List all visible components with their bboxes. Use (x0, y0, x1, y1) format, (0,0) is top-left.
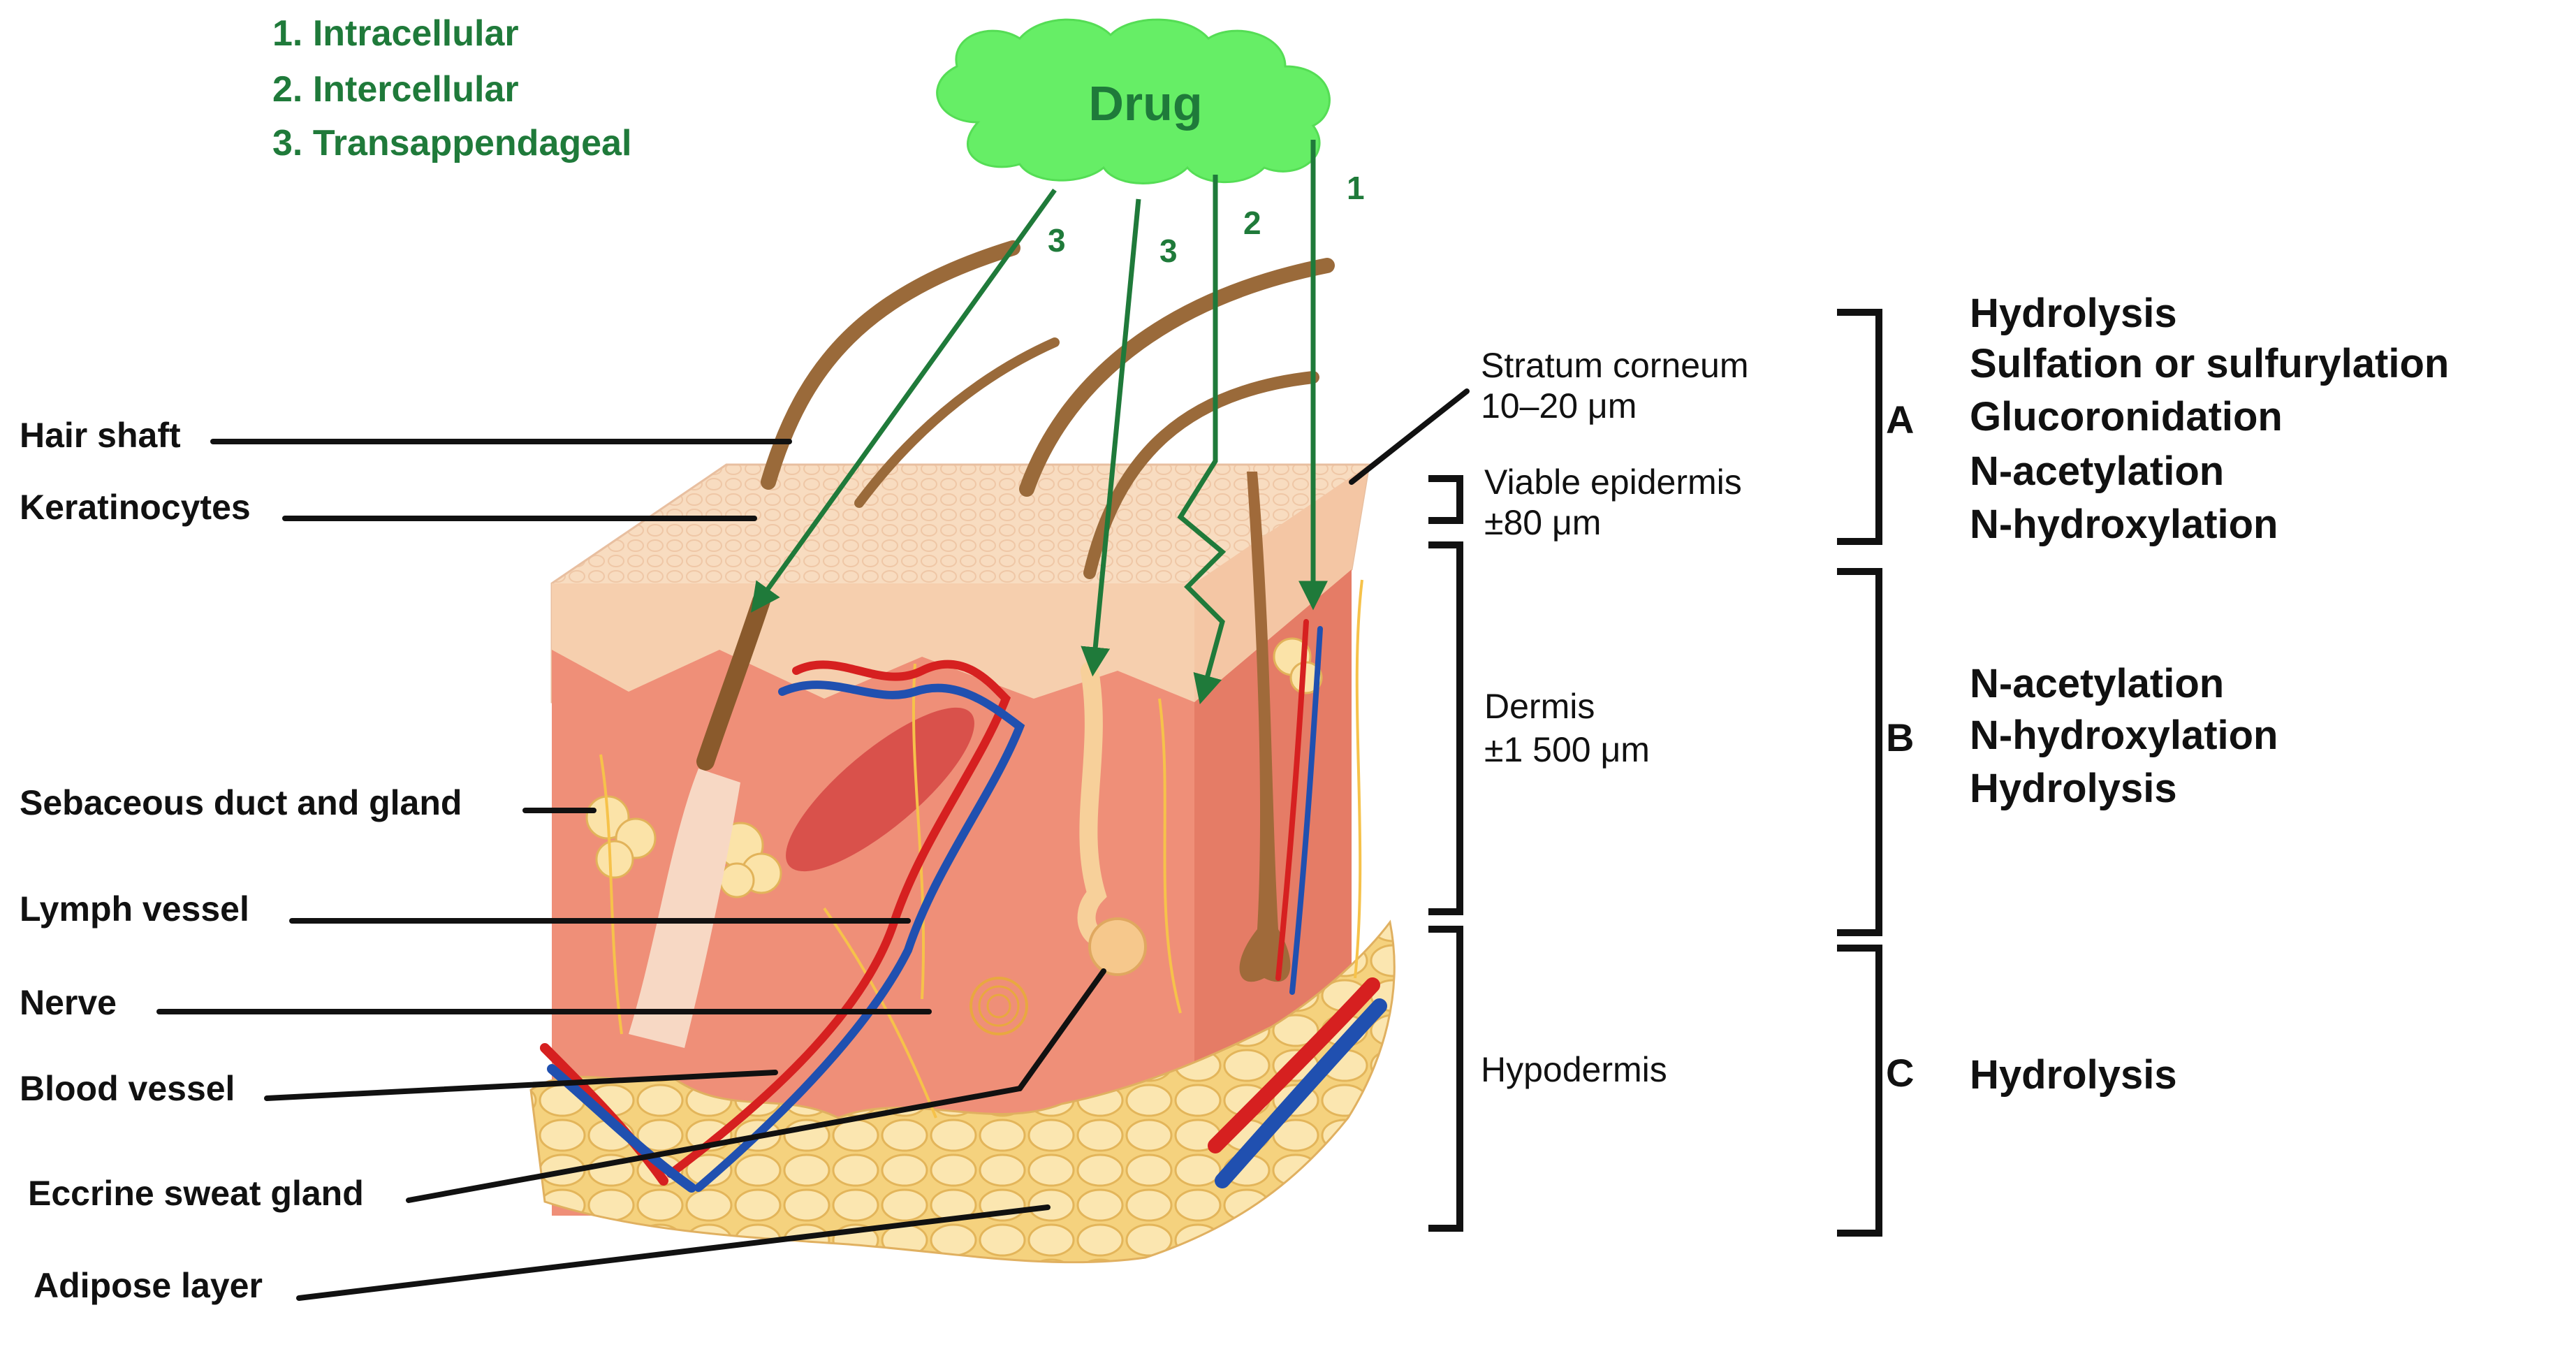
label-sebaceous-duct-gland: Sebaceous duct and gland (20, 783, 462, 822)
route-numbers: 3 3 2 1 (1048, 170, 1365, 269)
pacinian-corpuscle (969, 977, 1028, 1035)
legend-item-intercellular: 2. Intercellular (272, 69, 519, 110)
layer-brackets (1428, 475, 1463, 1232)
group-a: A Hydrolysis Sulfation or sulfurylation … (1886, 291, 2449, 547)
value-dermis-thickness: ±1 500 μm (1484, 730, 1650, 769)
structure-labels: Hair shaft Keratinocytes Sebaceous duct … (20, 416, 462, 1305)
route-3a-arrow (751, 188, 1057, 613)
group-b: B N-acetylation N-hydroxylation Hydrolys… (1886, 661, 2278, 811)
value-viable-epidermis-thickness: ±80 μm (1484, 503, 1601, 542)
label-nerve: Nerve (20, 983, 117, 1022)
nerves (599, 579, 1363, 1119)
hair-root (696, 592, 770, 771)
hair-shafts (761, 240, 1335, 579)
label-adipose-layer: Adipose layer (34, 1266, 263, 1305)
route-arrows (751, 140, 1328, 705)
group-a-reaction-5: N-hydroxylation (1970, 502, 2278, 547)
group-b-reaction-1: N-acetylation (1970, 661, 2224, 706)
label-hair-shaft: Hair shaft (20, 416, 181, 455)
bracket-group-c (1837, 945, 1882, 1237)
group-c-reaction-1: Hydrolysis (1970, 1052, 2177, 1098)
label-viable-epidermis: Viable epidermis (1484, 463, 1742, 502)
label-eccrine-sweat-gland: Eccrine sweat gland (28, 1174, 364, 1213)
arrector-muscle (786, 707, 974, 872)
route-number-3b: 3 (1159, 233, 1178, 269)
legend-item-transappendageal: 3. Transappendageal (272, 123, 631, 163)
group-b-letter: B (1886, 715, 1914, 759)
group-b-reaction-3: Hydrolysis (1970, 766, 2177, 811)
legend-item-intracellular: 1. Intracellular (272, 13, 519, 54)
eccrine-gland (1088, 917, 1147, 976)
group-a-letter: A (1886, 398, 1914, 442)
group-c-letter: C (1886, 1051, 1914, 1095)
bracket-viable-epidermis (1428, 475, 1463, 524)
label-dermis: Dermis (1484, 687, 1595, 726)
group-b-reaction-2: N-hydroxylation (1970, 713, 2278, 758)
adipose-tissue (529, 919, 1396, 1264)
bracket-group-a (1837, 309, 1882, 545)
route-2-arrow (1177, 175, 1227, 705)
blood-vessels (540, 619, 1387, 1193)
route-number-1: 1 (1347, 170, 1365, 206)
group-a-reaction-2: Sulfation or sulfurylation (1970, 341, 2449, 386)
label-hypodermis: Hypodermis (1481, 1050, 1667, 1089)
route-legend: 1. Intracellular 2. Intercellular 3. Tra… (272, 13, 631, 163)
layer-labels: Stratum corneum 10–20 μm Viable epidermi… (1481, 346, 1748, 1089)
leader-lines (156, 388, 1470, 1301)
sebaceous-gland (585, 637, 1323, 898)
route-3b-arrow (1081, 198, 1141, 677)
bracket-group-b (1837, 568, 1882, 936)
value-stratum-corneum-thickness: 10–20 μm (1481, 386, 1637, 425)
epidermis-side (1194, 465, 1369, 702)
bracket-dermis (1428, 541, 1463, 915)
epidermis-front (552, 583, 1194, 702)
group-c: C Hydrolysis (1886, 1051, 2177, 1098)
label-stratum-corneum: Stratum corneum (1481, 346, 1748, 385)
label-keratinocytes: Keratinocytes (20, 488, 251, 527)
route-number-2: 2 (1243, 205, 1261, 241)
bracket-hypodermis (1428, 926, 1463, 1232)
group-a-reaction-1: Hydrolysis (1970, 291, 2177, 336)
hair-follicle (1239, 472, 1291, 982)
drug-cloud: Drug (936, 18, 1331, 184)
group-a-reaction-4: N-acetylation (1970, 449, 2224, 494)
label-lymph-vessel: Lymph vessel (20, 889, 249, 929)
label-blood-vessel: Blood vessel (20, 1069, 235, 1108)
group-brackets (1837, 309, 1882, 1237)
group-a-reaction-3: Glucoronidation (1970, 394, 2283, 439)
hair-duct (629, 769, 740, 1048)
drug-label: Drug (1088, 76, 1202, 131)
skin-block (529, 240, 1396, 1264)
route-number-3a: 3 (1048, 222, 1066, 259)
